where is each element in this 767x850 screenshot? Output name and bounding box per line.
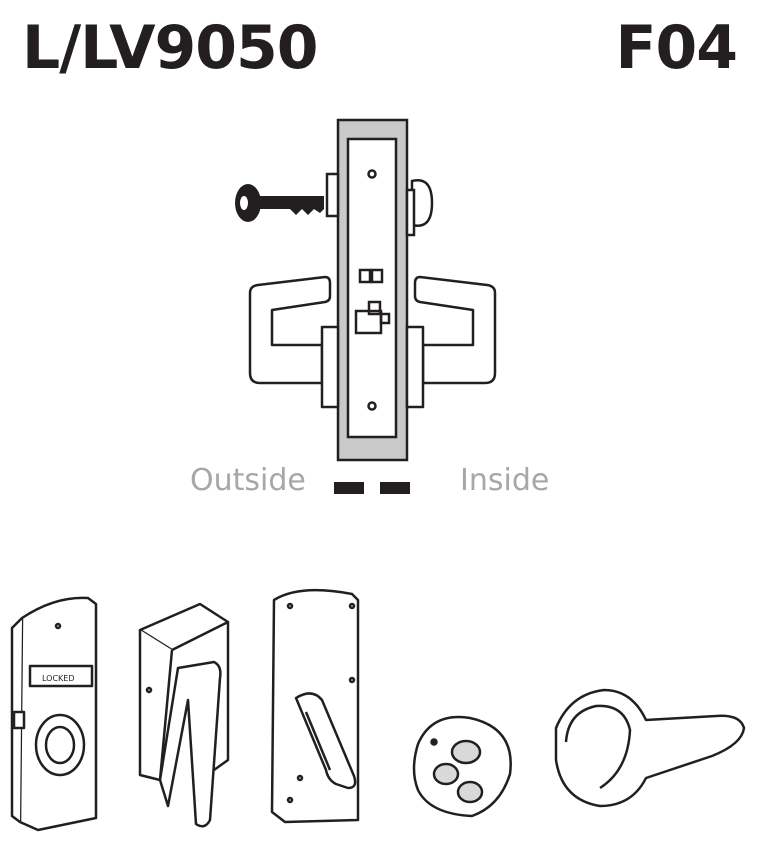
knob-lobe-top <box>450 739 482 765</box>
thumbturn-icon <box>405 179 434 237</box>
electronic-escutcheon-trim <box>10 596 98 832</box>
model-number-title: L/LV9050 <box>22 13 319 83</box>
knob-lobe-bottom <box>456 780 484 804</box>
function-code-title: F04 <box>615 13 738 83</box>
plate-screw-bm <box>296 774 304 782</box>
stop-button-left <box>358 268 372 284</box>
escutcheon-badge <box>28 664 94 688</box>
outside-lever <box>248 275 340 409</box>
escutcheon-clip <box>12 710 26 730</box>
mortise-lock-case <box>336 118 409 462</box>
key-hole <box>240 196 248 210</box>
stop-button-right <box>370 268 384 284</box>
lever-box-trim <box>138 602 230 828</box>
cylinder-housing <box>325 172 340 218</box>
inside-lever <box>405 275 497 409</box>
bottom-screw <box>367 401 377 411</box>
escutcheon-badge-text: LOCKED <box>42 674 75 683</box>
key-icon <box>235 184 324 222</box>
plate-lever-trim <box>270 588 360 824</box>
escutcheon-sensor <box>54 622 62 630</box>
knob-lobe-left <box>432 762 460 786</box>
thumbturn-rose <box>405 188 416 237</box>
inside-rose <box>405 325 425 409</box>
outside-cylinder <box>325 172 340 218</box>
plate-screw-mr <box>348 676 356 684</box>
latch-block-top <box>367 300 382 316</box>
outside-label: Outside <box>190 463 306 498</box>
latch-tab <box>379 312 391 325</box>
plate-screw-tr <box>348 602 356 610</box>
plate-screw-tl <box>286 602 294 610</box>
lever-handle-trim <box>554 688 746 808</box>
escutcheon-cylinder <box>44 725 76 765</box>
inside-label: Inside <box>460 463 550 498</box>
inside-indicator-bar <box>380 482 410 494</box>
top-screw <box>367 169 377 179</box>
knob-pin <box>430 738 438 746</box>
outside-indicator-bar <box>334 482 364 494</box>
outside-rose <box>320 325 340 409</box>
plate-screw-bl <box>286 796 294 804</box>
knob-trim <box>412 715 512 818</box>
lever-box-screw <box>145 686 153 694</box>
lock-case-inner <box>346 137 398 439</box>
